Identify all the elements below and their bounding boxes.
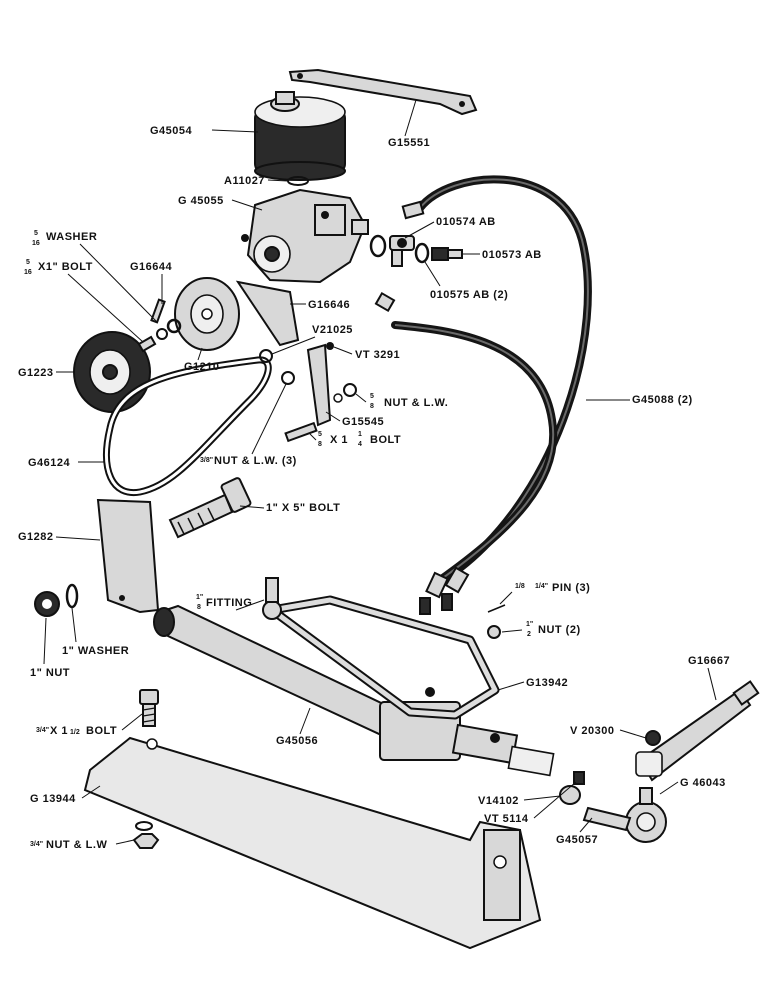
label-bolt-516x1: X1" BOLT xyxy=(38,261,93,273)
fraction-5-16-num: 5 xyxy=(34,230,38,237)
label-g16667: G16667 xyxy=(688,655,730,667)
label-nut-lw-34: NUT & L.W xyxy=(46,839,107,851)
fraction-3-8-nut: 3/8" xyxy=(200,457,213,464)
label-v20300: V 20300 xyxy=(570,725,614,737)
label-nut-lw-38-3: NUT & L.W. (3) xyxy=(214,455,297,467)
strap-bracket-part xyxy=(288,68,478,116)
fraction-1-4-pin: 1/4" xyxy=(535,583,548,590)
adjusting-bracket-part xyxy=(259,342,357,443)
label-g1223: G1223 xyxy=(18,367,54,379)
label-g45057: G45057 xyxy=(556,834,598,846)
plate-bolt-part xyxy=(139,689,159,727)
label-g45055: G 45055 xyxy=(178,195,224,207)
fraction-5-16-den-b: 16 xyxy=(24,269,32,276)
fraction-5-16-den: 16 xyxy=(32,240,40,247)
label-o10574ab: 010574 AB xyxy=(436,216,496,228)
fraction-1-2-bolt: 1/2 xyxy=(70,729,80,736)
label-vt3291: VT 3291 xyxy=(355,349,400,361)
long-bolt-part xyxy=(168,477,252,539)
skid-plate-part xyxy=(83,736,542,950)
label-g16646: G16646 xyxy=(308,299,350,311)
label-bolt-34x112: X 1 xyxy=(50,725,68,737)
label-bolt-34-word: BOLT xyxy=(86,725,117,737)
pump-body-part xyxy=(241,188,369,284)
ball-joint-small-part xyxy=(559,771,585,805)
label-nut-lw-58: NUT & L.W. xyxy=(384,397,448,409)
fraction-1-8-num: 1" xyxy=(196,594,203,601)
label-bolt-58x114: X 1 xyxy=(330,434,348,446)
label-g13944: G 13944 xyxy=(30,793,76,805)
pump-plate-part xyxy=(235,280,300,347)
small-pulley-part xyxy=(174,277,240,351)
label-fitting-18: FITTING xyxy=(206,597,252,609)
label-v21025: V21025 xyxy=(312,324,353,336)
mounting-bracket-part xyxy=(96,498,160,614)
tie-rod-part xyxy=(582,680,760,843)
fraction-3-4-nut: 3/4" xyxy=(30,841,43,848)
label-g1282: G1282 xyxy=(18,531,54,543)
label-g46124: G46124 xyxy=(28,457,71,469)
label-g45054: G45054 xyxy=(150,125,193,137)
label-bolt-1x5: 1" X 5" BOLT xyxy=(266,502,340,514)
fraction-1-4-num: 1 xyxy=(358,431,362,438)
label-nut-half-2: NUT (2) xyxy=(538,624,581,636)
label-o10573ab: 010573 AB xyxy=(482,249,542,261)
label-v14102: V14102 xyxy=(478,795,519,807)
plate-nut-part xyxy=(132,821,160,849)
label-vt5114: VT 5114 xyxy=(484,813,529,825)
label-a11027: A11027 xyxy=(224,175,265,187)
label-g46043: G 46043 xyxy=(680,777,726,789)
washer-bolt-small-part xyxy=(137,298,182,353)
label-washer-1: 1" WASHER xyxy=(62,645,129,657)
label-g45088: G45088 (2) xyxy=(632,394,693,406)
label-nut-1: 1" NUT xyxy=(30,667,70,679)
label-washer-516: WASHER xyxy=(46,231,97,243)
cotter-pin-nut-part xyxy=(487,604,506,639)
fraction-5-16-num-b: 5 xyxy=(26,259,30,266)
label-g15551: G15551 xyxy=(388,137,430,149)
label-pin-3: PIN (3) xyxy=(552,582,590,594)
hoses-part xyxy=(374,175,592,615)
hose-fittings-part xyxy=(369,234,463,267)
nut-washer-part xyxy=(34,583,79,617)
fraction-1-2-num: 1" xyxy=(526,621,533,628)
reservoir-part xyxy=(254,91,346,181)
fraction-1-2-den: 2 xyxy=(527,631,531,638)
fraction-3-4-bolt: 3/4" xyxy=(36,727,49,734)
fraction-1-8-pin: 1/8 xyxy=(515,583,525,590)
belt-part xyxy=(103,356,272,497)
label-g45056: G45056 xyxy=(276,735,318,747)
label-g1210: G1210 xyxy=(184,361,220,373)
fraction-1-4-den: 4 xyxy=(358,441,362,448)
label-g15545: G15545 xyxy=(342,416,384,428)
label-g16644: G16644 xyxy=(130,261,173,273)
cylinder-bracket-part xyxy=(262,577,500,720)
fraction-5-8-den: 8 xyxy=(370,403,374,410)
label-bolt-word: BOLT xyxy=(370,434,401,446)
fraction-5-8-den-b: 8 xyxy=(318,441,322,448)
fraction-5-8-num-b: 5 xyxy=(318,431,322,438)
label-o10575ab: 010575 AB (2) xyxy=(430,289,508,301)
fraction-1-8-den: 8 xyxy=(197,604,201,611)
label-g13942: G13942 xyxy=(526,677,568,689)
fraction-5-8-num: 5 xyxy=(370,393,374,400)
